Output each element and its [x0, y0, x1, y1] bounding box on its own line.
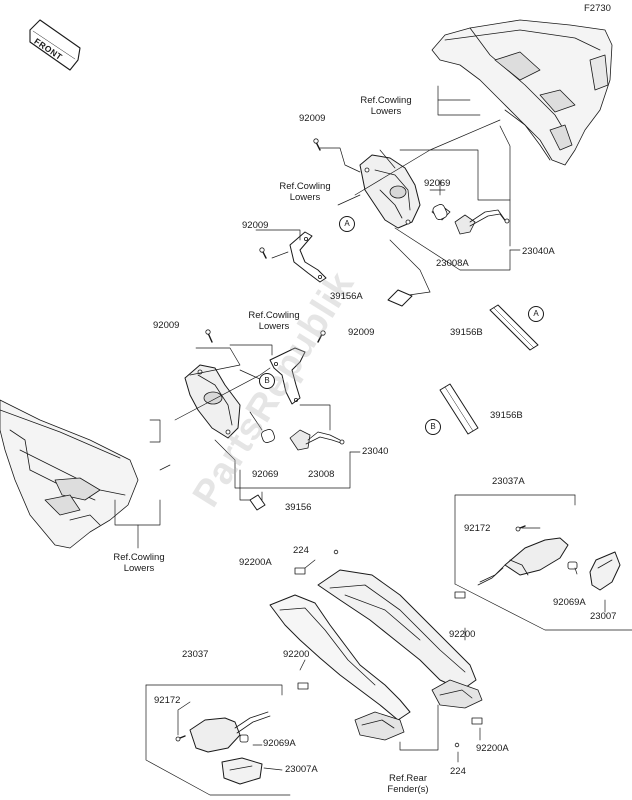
rear-turn-signal-right [477, 525, 621, 591]
screw-icon [205, 329, 326, 343]
lower-left-fairing [0, 399, 139, 549]
part-label: 92069A [553, 597, 586, 608]
ref-cowling-lowers-label: Ref.Cowling Lowers [248, 310, 300, 332]
part-label: 224 [293, 545, 309, 556]
part-label: 92200A [239, 557, 272, 568]
part-label: 92200 [449, 629, 476, 640]
screw-icon [259, 138, 321, 259]
part-label: 23008A [436, 258, 469, 269]
turn-signal-bracket-upper [359, 154, 421, 229]
part-label: 92009 [153, 320, 180, 331]
part-label: 92069A [263, 738, 296, 749]
rear-fender-assembly [269, 569, 483, 741]
part-label: 92200A [476, 743, 509, 754]
stay-bracket-upper [289, 231, 327, 283]
part-label: 92200 [283, 649, 310, 660]
part-label: 23040A [522, 246, 555, 257]
part-label: 92009 [242, 220, 269, 231]
part-label: 23008 [308, 469, 335, 480]
pad-39156b [439, 304, 539, 435]
part-label: 92069 [252, 469, 279, 480]
part-label: 23037 [182, 649, 209, 660]
part-label: 23007A [285, 764, 318, 775]
callout-a: A [339, 216, 355, 232]
part-label: 23040 [362, 446, 389, 457]
part-label: 23037A [492, 476, 525, 487]
turn-signal-bracket-middle [184, 364, 241, 439]
stay-bracket-middle [269, 347, 306, 405]
part-label: 92069 [424, 178, 451, 189]
part-label: 92009 [299, 113, 326, 124]
callout-b: B [425, 419, 441, 435]
socket-assembly-middle [261, 429, 345, 451]
part-label: 23007 [590, 611, 617, 622]
pad-39156 [249, 494, 266, 511]
figure-code: F2730 [584, 3, 611, 14]
leader-lines-middle [114, 344, 361, 549]
part-label: 39156A [330, 291, 363, 302]
part-label: 92172 [154, 695, 181, 706]
upper-cowling-part [431, 19, 613, 166]
pad-39156a [387, 289, 413, 307]
part-label: 39156B [490, 410, 523, 421]
ref-cowling-lowers-label: Ref.Cowling Lowers [113, 552, 165, 574]
socket-assembly-upper [431, 204, 510, 235]
front-arrow-icon [29, 19, 81, 71]
callout-b: B [259, 373, 275, 389]
ref-cowling-lowers-label: Ref.Cowling Lowers [279, 181, 331, 203]
leader-lines-rear [145, 494, 632, 796]
part-label: 224 [450, 766, 466, 777]
ref-rear-fender-label: Ref.Rear Fender(s) [387, 773, 429, 795]
callout-a: A [528, 306, 544, 322]
part-label: 39156 [285, 502, 312, 513]
part-label: 92172 [464, 523, 491, 534]
nut-pad-icons [294, 549, 483, 748]
rear-turn-signal-left [175, 711, 271, 785]
part-label: 92009 [348, 327, 375, 338]
part-label: 39156B [450, 327, 483, 338]
ref-cowling-lowers-label: Ref.Cowling Lowers [360, 95, 412, 117]
